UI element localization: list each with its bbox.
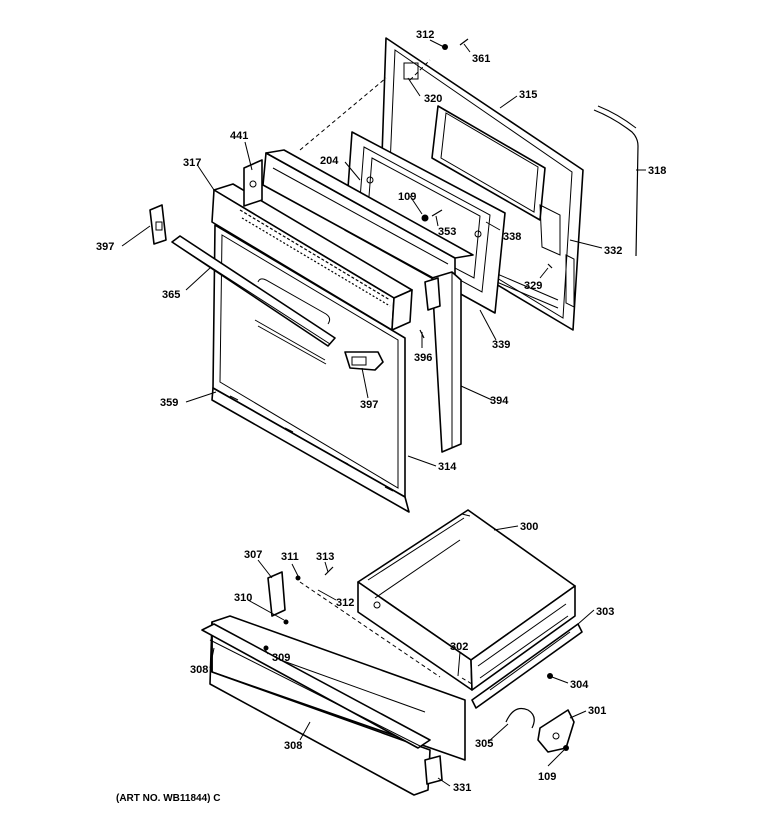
door-bottom-trim-359 — [211, 387, 410, 513]
callout-312-top: 312 — [416, 29, 434, 41]
callout-339: 339 — [492, 339, 510, 351]
callout-109-bottom: 109 — [538, 771, 556, 783]
callout-359: 359 — [160, 397, 178, 409]
callout-314: 314 — [438, 461, 457, 473]
callout-365: 365 — [162, 289, 180, 301]
callout-304: 304 — [570, 679, 589, 691]
callout-labels: 312 361 320 315 318 441 317 204 109 353 … — [96, 29, 666, 794]
callout-318: 318 — [648, 165, 666, 177]
door-side-trim-394 — [424, 271, 462, 453]
drawer-handle-308 — [201, 623, 431, 749]
callout-302: 302 — [450, 641, 468, 653]
callout-320: 320 — [424, 93, 442, 105]
callout-300: 300 — [520, 521, 538, 533]
callout-309: 309 — [272, 652, 290, 664]
drawer-slide-rail-303 — [471, 623, 583, 709]
door-gasket-318 — [593, 105, 639, 257]
hinge-bracket-397-left — [149, 204, 167, 245]
door-inner-panel-315 — [379, 37, 584, 331]
callout-311: 311 — [281, 551, 299, 563]
alignment-lines — [299, 59, 431, 151]
bracket-301 — [537, 709, 575, 753]
callout-308-left: 308 — [190, 664, 208, 676]
callout-361: 361 — [472, 53, 490, 65]
callout-338: 338 — [503, 231, 521, 243]
callout-332: 332 — [604, 245, 622, 257]
door-hinge-bracket-441 — [243, 159, 263, 207]
art-number: (ART NO. WB11844) C — [116, 793, 220, 804]
callout-329: 329 — [524, 280, 542, 292]
callout-307: 307 — [244, 549, 262, 561]
drawer-body-300 — [357, 509, 576, 691]
door-side-channel-204 — [262, 149, 474, 291]
callout-317: 317 — [183, 157, 201, 169]
drawer-support-331 — [424, 755, 443, 785]
callout-394: 394 — [490, 395, 509, 407]
callout-396: 396 — [414, 352, 432, 364]
callout-353: 353 — [438, 226, 456, 238]
spring-305 — [505, 707, 535, 729]
callout-313: 313 — [316, 551, 334, 563]
callout-109-top: 109 — [398, 191, 416, 203]
callout-315: 315 — [519, 89, 537, 101]
door-handle-365 — [171, 235, 336, 347]
callout-397-left: 397 — [96, 241, 114, 253]
callout-308-bottom: 308 — [284, 740, 302, 752]
callout-301: 301 — [588, 705, 606, 717]
door-hardware — [419, 38, 553, 339]
drawer-hardware — [263, 566, 569, 751]
leader-lines — [121, 39, 646, 787]
callout-310: 310 — [234, 592, 252, 604]
callout-441: 441 — [230, 130, 248, 142]
callout-331: 331 — [453, 782, 471, 794]
drawer-side-bracket-307 — [267, 571, 286, 617]
callout-312-drawer: 312 — [336, 597, 354, 609]
callout-305: 305 — [475, 738, 493, 750]
door-vent-trim-317 — [211, 183, 413, 331]
callout-204: 204 — [320, 155, 339, 167]
callout-303: 303 — [596, 606, 614, 618]
callout-397-right: 397 — [360, 399, 378, 411]
